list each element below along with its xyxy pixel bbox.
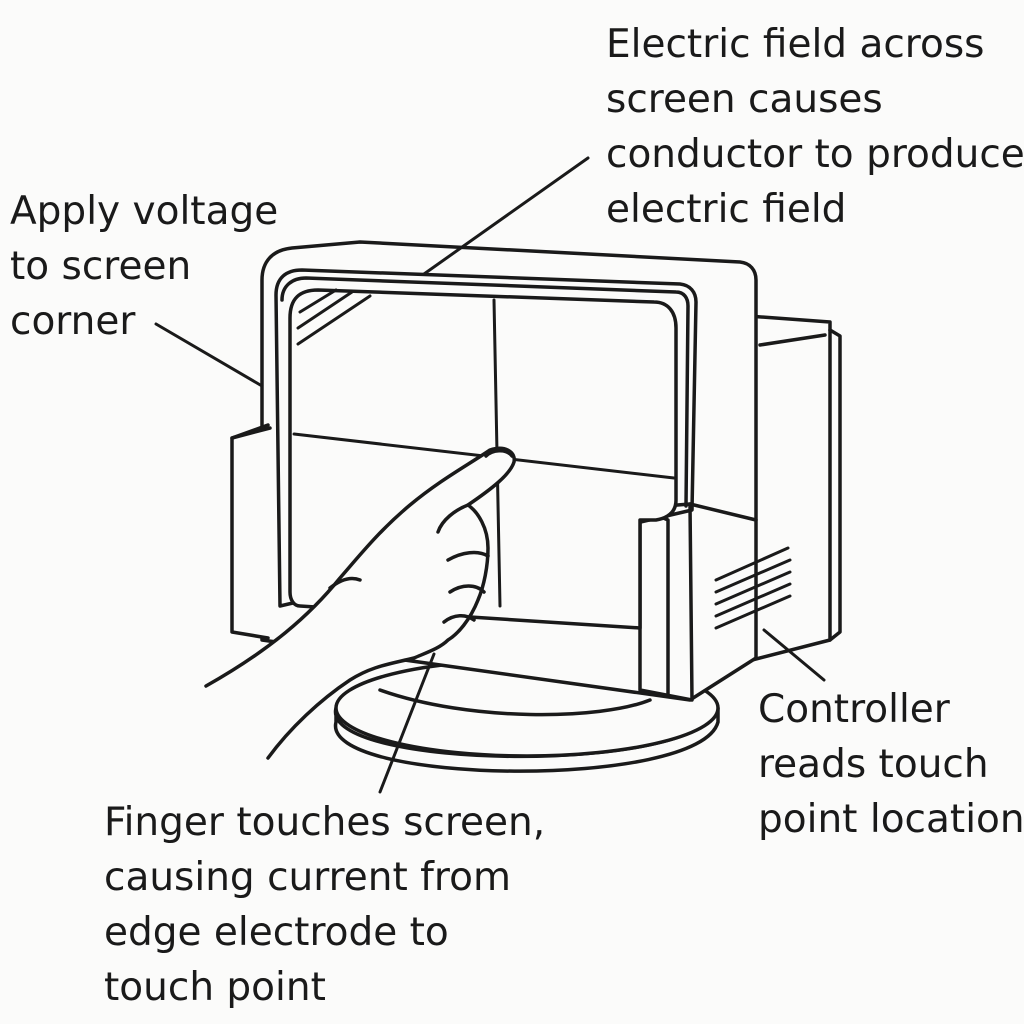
leader-line-field [422,156,590,276]
annotation-line: causing current from [104,855,511,900]
leader-line-finger [378,652,436,794]
annotation-line: to screen [10,244,192,289]
annotation-apply-voltage: Apply voltage to screen corner [10,184,278,349]
screen-bezel [274,268,698,608]
monitor-rear-housing [746,314,842,662]
annotation-controller: Controller reads touch point location [758,682,1024,847]
leader-line-controller [762,628,826,682]
annotation-line: point location [758,797,1024,842]
annotation-line: Apply voltage [10,189,279,234]
annotation-line: electric field [606,187,847,232]
vent-slots [714,546,792,630]
annotation-line: conductor to produce [606,132,1024,177]
pointing-hand-icon [204,446,516,760]
annotation-line: touch point [104,965,326,1010]
annotation-line: Finger touches screen, [104,800,546,845]
annotation-finger-touch: Finger touches screen, causing current f… [104,795,545,1015]
annotation-line: Controller [758,687,950,732]
annotation-line: Electric field across [606,22,985,67]
annotation-line: screen causes [606,77,883,122]
leader-lines [154,156,826,794]
annotation-line: reads touch [758,742,989,787]
annotation-electric-field: Electric field across screen causes cond… [606,17,1024,237]
annotation-line: corner [10,299,136,344]
annotation-line: edge electrode to [104,910,449,955]
monitor-side-wings [230,423,758,702]
leader-line-voltage [154,322,264,388]
